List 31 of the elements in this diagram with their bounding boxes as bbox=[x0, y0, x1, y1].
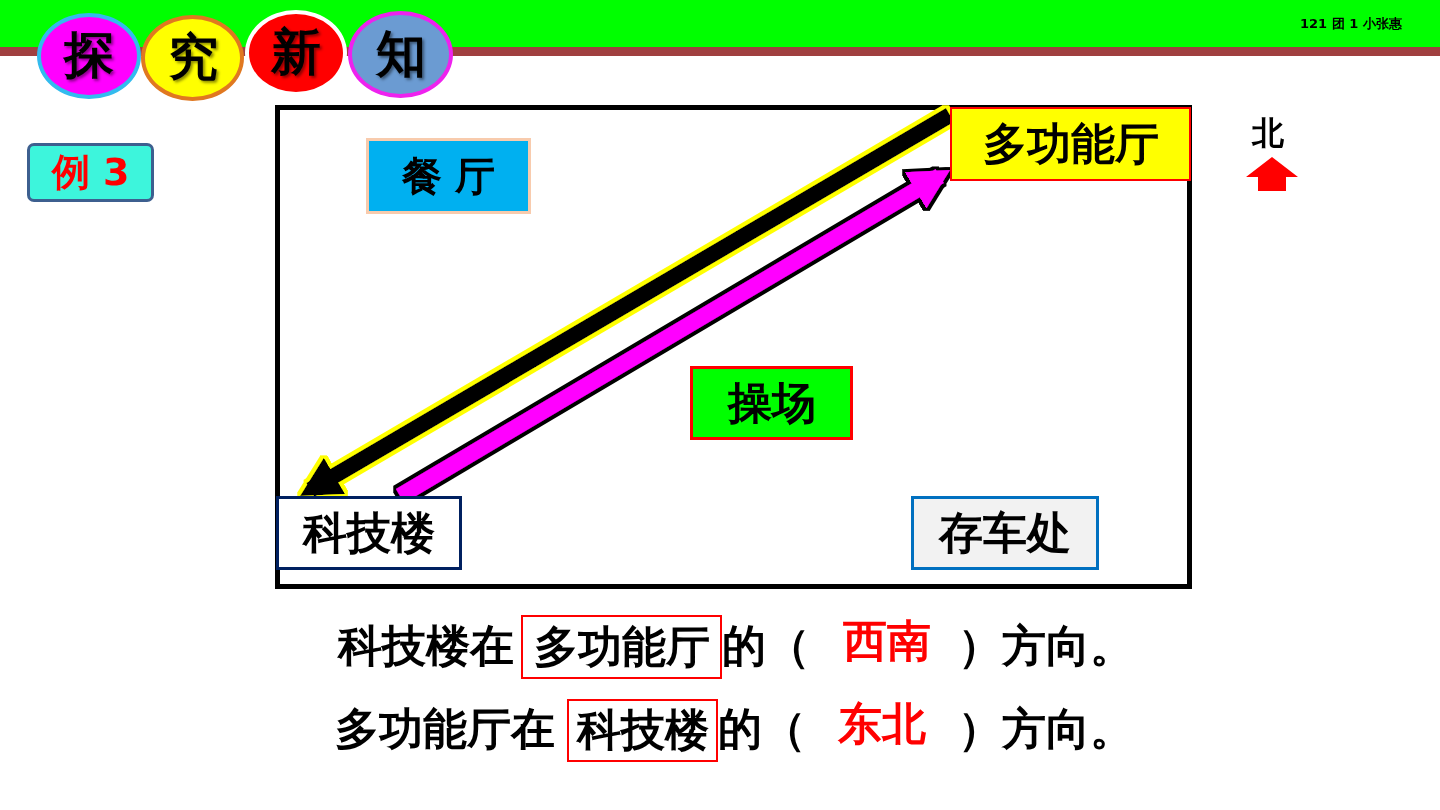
title-character: 知 bbox=[375, 25, 426, 84]
place-label: 存车处 bbox=[939, 507, 1071, 559]
sentence-text: ）方向。 bbox=[958, 704, 1134, 755]
place-label: 科技楼 bbox=[303, 507, 435, 559]
highlighted-word: 科技楼 bbox=[576, 705, 709, 756]
sentence-text: 多功能厅在 bbox=[335, 704, 555, 755]
place-box bbox=[950, 107, 1191, 181]
sentence-text: ）方向。 bbox=[958, 621, 1134, 672]
sentence-text: 的（ bbox=[722, 621, 810, 672]
place-label: 餐 厅 bbox=[401, 153, 496, 199]
highlight-box bbox=[567, 699, 718, 762]
sentence-text: 科技楼在 bbox=[338, 621, 514, 672]
place-box bbox=[366, 138, 531, 214]
map-frame bbox=[275, 105, 1192, 589]
place-box bbox=[276, 496, 462, 570]
answer-text: 东北 bbox=[838, 699, 926, 750]
place-label: 多功能厅 bbox=[982, 118, 1159, 170]
highlight-box bbox=[521, 615, 722, 679]
title-character: 探 bbox=[64, 27, 114, 85]
title-character: 新 bbox=[271, 24, 321, 82]
title-character: 究 bbox=[167, 29, 218, 87]
example-label: 例 3 bbox=[51, 150, 130, 195]
sentence-text: 的（ bbox=[718, 704, 806, 755]
author-note: 121 团 1 小张惠 bbox=[1300, 17, 1402, 32]
highlighted-word: 多功能厅 bbox=[533, 621, 710, 673]
answer-text: 西南 bbox=[843, 616, 931, 667]
north-label: 北 bbox=[1252, 115, 1284, 152]
place-box bbox=[911, 496, 1099, 570]
place-box bbox=[690, 366, 853, 440]
place-label: 操场 bbox=[727, 377, 816, 429]
example-tag bbox=[27, 143, 154, 202]
